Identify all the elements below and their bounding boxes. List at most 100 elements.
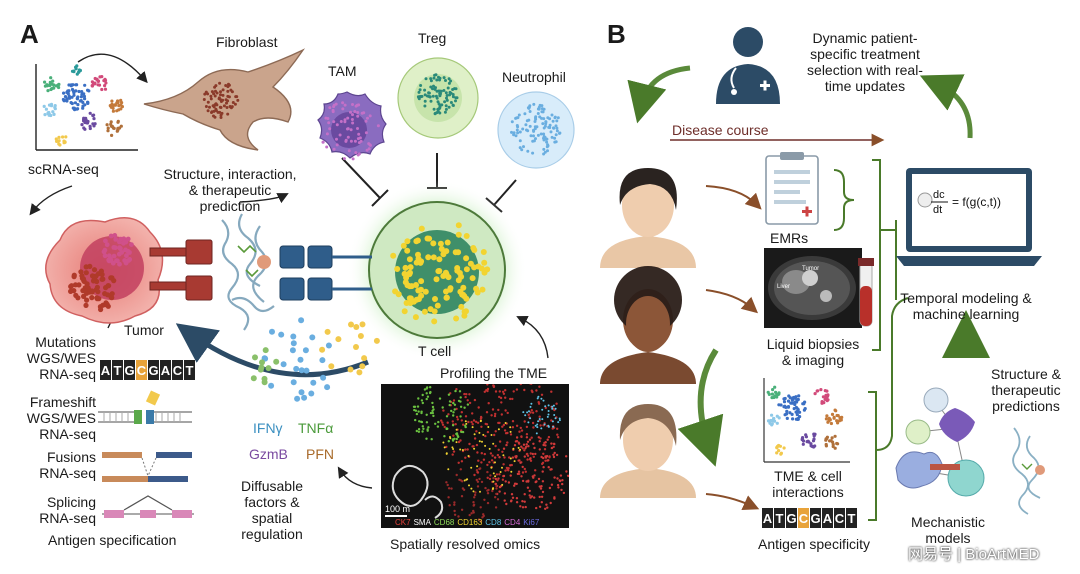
microscopy-signal [464, 456, 467, 459]
microscopy-signal [513, 444, 517, 447]
microscopy-signal [495, 487, 498, 490]
tumor-granule [71, 288, 77, 294]
umap-point [83, 103, 87, 107]
microscopy-signal [464, 395, 467, 399]
tme-cluster-point [794, 410, 798, 414]
tme-cluster-point [777, 449, 781, 453]
tam-granule [354, 151, 358, 155]
microscopy-signal [448, 403, 451, 407]
tme-cluster-point [773, 419, 777, 423]
tme-cluster-point [816, 389, 820, 393]
tcell-granule [421, 308, 428, 315]
microscopy-signal [536, 426, 539, 429]
neutrophil-granule [516, 125, 520, 129]
microscopy-signal [425, 397, 428, 401]
tcell-granule [395, 291, 402, 298]
umap-point [64, 135, 68, 139]
tam-granule [335, 143, 339, 147]
tcell-granule [459, 291, 466, 298]
fibroblast-granule [221, 93, 225, 97]
cytokine-particle [324, 384, 331, 391]
microscopy-signal [551, 427, 554, 430]
microscopy-signal [488, 477, 492, 481]
microscopy-signal [523, 420, 526, 423]
microscopy-signal [547, 466, 550, 469]
microscopy-signal [472, 419, 476, 422]
tme-cluster-point [813, 392, 817, 396]
umap-point [109, 120, 113, 124]
treg-granule [444, 104, 448, 108]
microscopy-signal [542, 443, 545, 447]
microscopy-signal [460, 419, 463, 422]
microscopy-signal [515, 501, 519, 504]
neutrophil-granule [549, 130, 553, 134]
microscopy-signal [506, 411, 509, 415]
microscopy-signal [476, 485, 480, 488]
microscopy-signal [529, 384, 532, 385]
umap-point [43, 113, 47, 117]
microscopy-signal [515, 388, 519, 391]
microscopy-signal [448, 504, 451, 507]
microscopy-signal [454, 389, 457, 393]
microscopy-signal [527, 445, 530, 448]
microscopy-signal [518, 459, 521, 462]
microscopy-signal [452, 434, 455, 437]
tme-cluster-point [830, 412, 835, 416]
tme-cluster-point [790, 412, 794, 416]
microscopy-signal [507, 467, 510, 470]
microscopy-signal [519, 426, 522, 430]
treg-granule [444, 79, 447, 82]
tme-cluster-point [827, 416, 831, 420]
umap-point [110, 99, 114, 103]
tam-granule [356, 114, 360, 118]
cytokine-particle [278, 331, 285, 338]
microscopy-signal [521, 500, 524, 503]
frameshift-label: Frameshift WGS/WES RNA-seq [26, 394, 96, 443]
microscopy-signal [447, 440, 450, 443]
microscopy-signal [417, 397, 420, 400]
microscopy-signal [455, 437, 458, 441]
microscopy-signal [452, 399, 456, 402]
stain-label: CD8 [485, 518, 502, 527]
microscopy-signal [452, 414, 455, 417]
microscopy-signal [418, 420, 421, 423]
umap-point [52, 86, 56, 90]
sequence-base: C [835, 511, 845, 526]
microscopy-signal [475, 478, 478, 482]
fibroblast-granule [225, 101, 228, 105]
sequence-base: A [823, 511, 833, 526]
treg-granule [447, 77, 451, 81]
patient-1 [600, 168, 696, 268]
microscopy-signal [466, 403, 470, 406]
umap-point [62, 91, 66, 95]
microscopy-signal [512, 447, 515, 450]
panel-b-letter: B [607, 19, 626, 49]
tme-cluster-point [819, 388, 823, 392]
umap-point [73, 108, 77, 112]
mutations-label: Mutations WGS/WES RNA-seq [26, 334, 96, 383]
cytokine-particle [301, 394, 308, 401]
tcell-granule [394, 266, 401, 272]
umap-point [72, 93, 76, 97]
umap-point [74, 89, 78, 93]
tme-cluster-point [824, 438, 828, 442]
treg-granule [449, 79, 453, 83]
tme-cluster-point [773, 385, 777, 389]
tme-cluster-point [786, 405, 791, 409]
microscopy-signal [451, 446, 454, 449]
tcell-granule [438, 246, 445, 252]
microscopy-signal [503, 492, 507, 495]
microscopy-signal [464, 448, 467, 451]
microscopy-signal [462, 423, 465, 426]
microscopy-signal [450, 487, 453, 490]
tumor-granule [129, 242, 134, 248]
microscopy-signal [479, 490, 481, 493]
microscopy-signal [453, 503, 456, 506]
microscopy-signal [453, 509, 456, 513]
cytokine-particle [294, 395, 301, 402]
microscopy-signal [539, 424, 542, 427]
treg-granule [432, 84, 435, 88]
umap-point [115, 109, 119, 113]
umap-point [90, 84, 94, 88]
